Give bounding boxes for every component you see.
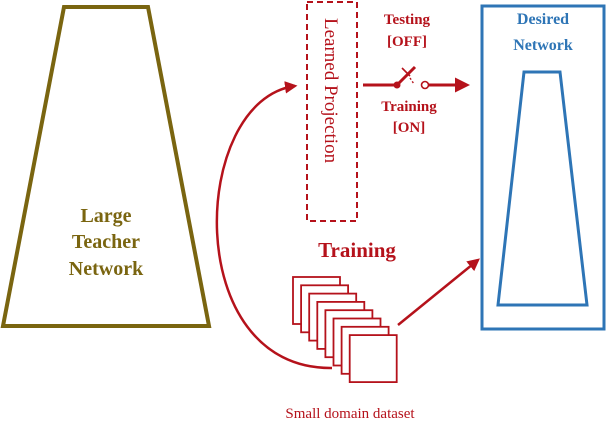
- desired-label-line-2: Network: [513, 37, 573, 54]
- teacher-label-line-2: Teacher: [72, 231, 140, 253]
- switch-icon: [363, 65, 470, 93]
- training-label: Training: [318, 238, 396, 262]
- training-on-label: [ON]: [393, 120, 426, 136]
- training-switch-label: Training: [381, 99, 437, 115]
- desired-network-box: [480, 4, 606, 331]
- teacher-network-shape: [0, 5, 212, 328]
- testing-label: Testing: [384, 12, 431, 28]
- testing-off-label: [OFF]: [387, 34, 427, 50]
- teacher-label-line-1: Large: [80, 205, 131, 227]
- dataset-label: Small domain dataset: [285, 406, 415, 422]
- dataset-stack: [292, 276, 398, 384]
- dataset-sheet: [348, 334, 398, 384]
- dataset-to-desired-arrow: [397, 258, 480, 326]
- learned-projection-box: [306, 1, 358, 222]
- training-loop-arrow: [215, 81, 333, 370]
- teacher-label-line-3: Network: [69, 258, 144, 280]
- desired-label-line-1: Desired: [517, 11, 569, 28]
- learned-projection-label: Learned Projection: [320, 18, 341, 164]
- desired-network-shape: [496, 70, 589, 307]
